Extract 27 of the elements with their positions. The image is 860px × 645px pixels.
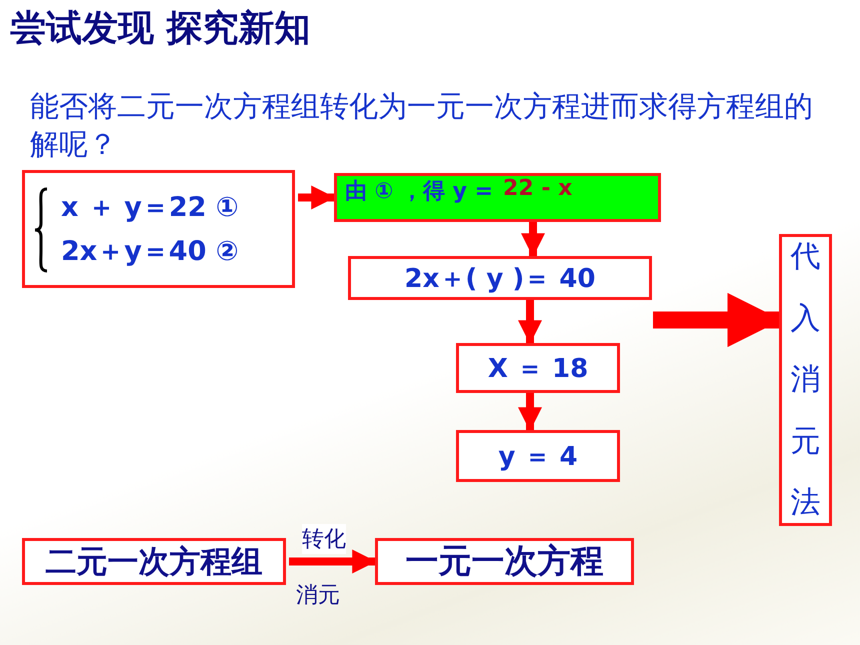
arrow <box>289 550 376 574</box>
equation-text: 2x＋y＝40 ② <box>61 235 239 269</box>
step-box <box>334 173 661 222</box>
process-box <box>348 256 652 300</box>
expression-text: 22 - x <box>503 176 572 201</box>
edge-label: 转化 <box>302 524 346 554</box>
arrow <box>298 186 336 210</box>
process-box <box>375 538 634 585</box>
process-box <box>456 343 620 393</box>
title: 尝试发现 探究新知 <box>10 7 311 51</box>
note-text: 消元 <box>296 582 341 610</box>
method-label: 代入消元法 <box>790 238 820 522</box>
arrow <box>521 222 545 258</box>
process-box <box>456 430 620 482</box>
arrow <box>518 300 542 344</box>
process-box <box>22 170 295 288</box>
equation-type-label: 二元一次方程组 <box>46 542 262 582</box>
equation-text: X ＝ 18 <box>488 352 588 386</box>
question-text: 能否将二元一次方程组转化为一元一次方程进而求得方程组的解呢？ <box>30 88 814 163</box>
equation-text: 由 ① ，得 y = <box>345 178 494 206</box>
equation-text: x ＋ y＝22 ① <box>61 191 239 225</box>
equation-type-label: 一元一次方程 <box>406 540 604 582</box>
process-box <box>22 538 286 585</box>
arrow <box>518 393 542 432</box>
equation-text: y ＝ 4 <box>498 440 578 474</box>
method-box <box>779 234 832 526</box>
equation-text: 2x＋( y )＝ 40 <box>404 262 596 296</box>
